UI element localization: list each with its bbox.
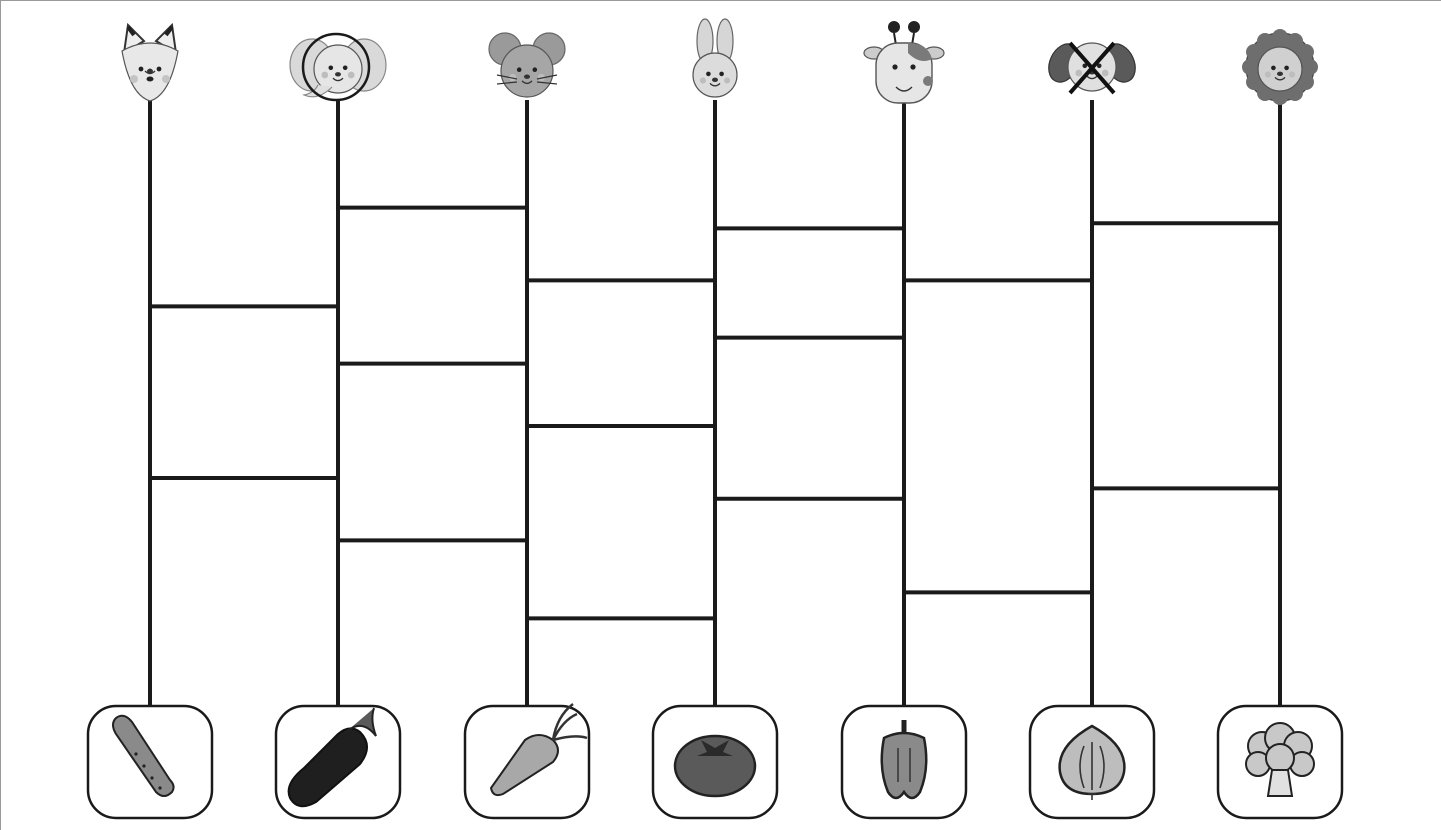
ladder-lines [148,100,1282,710]
dog-icon [1048,41,1136,95]
selection-circle-mark [301,32,371,102]
frame-border-top [0,0,1441,1]
mouse-icon [488,32,566,98]
giraffe-icon [863,21,945,104]
cucumber-icon [86,704,214,820]
rabbit-icon [692,18,738,98]
lion-icon [1242,29,1318,105]
carrot-icon [463,703,591,820]
eggplant-icon [274,704,402,820]
cat-icon [121,22,179,102]
bell-pepper-icon [840,704,968,820]
onion-icon [1028,704,1156,820]
animal-row [121,18,1318,105]
tomato-icon [651,704,779,820]
frame-border-left [0,0,1,830]
cross-out-mark [1068,41,1116,95]
broccoli-icon [1216,704,1344,820]
elephant-icon [289,32,387,102]
vegetable-row [86,703,1344,820]
